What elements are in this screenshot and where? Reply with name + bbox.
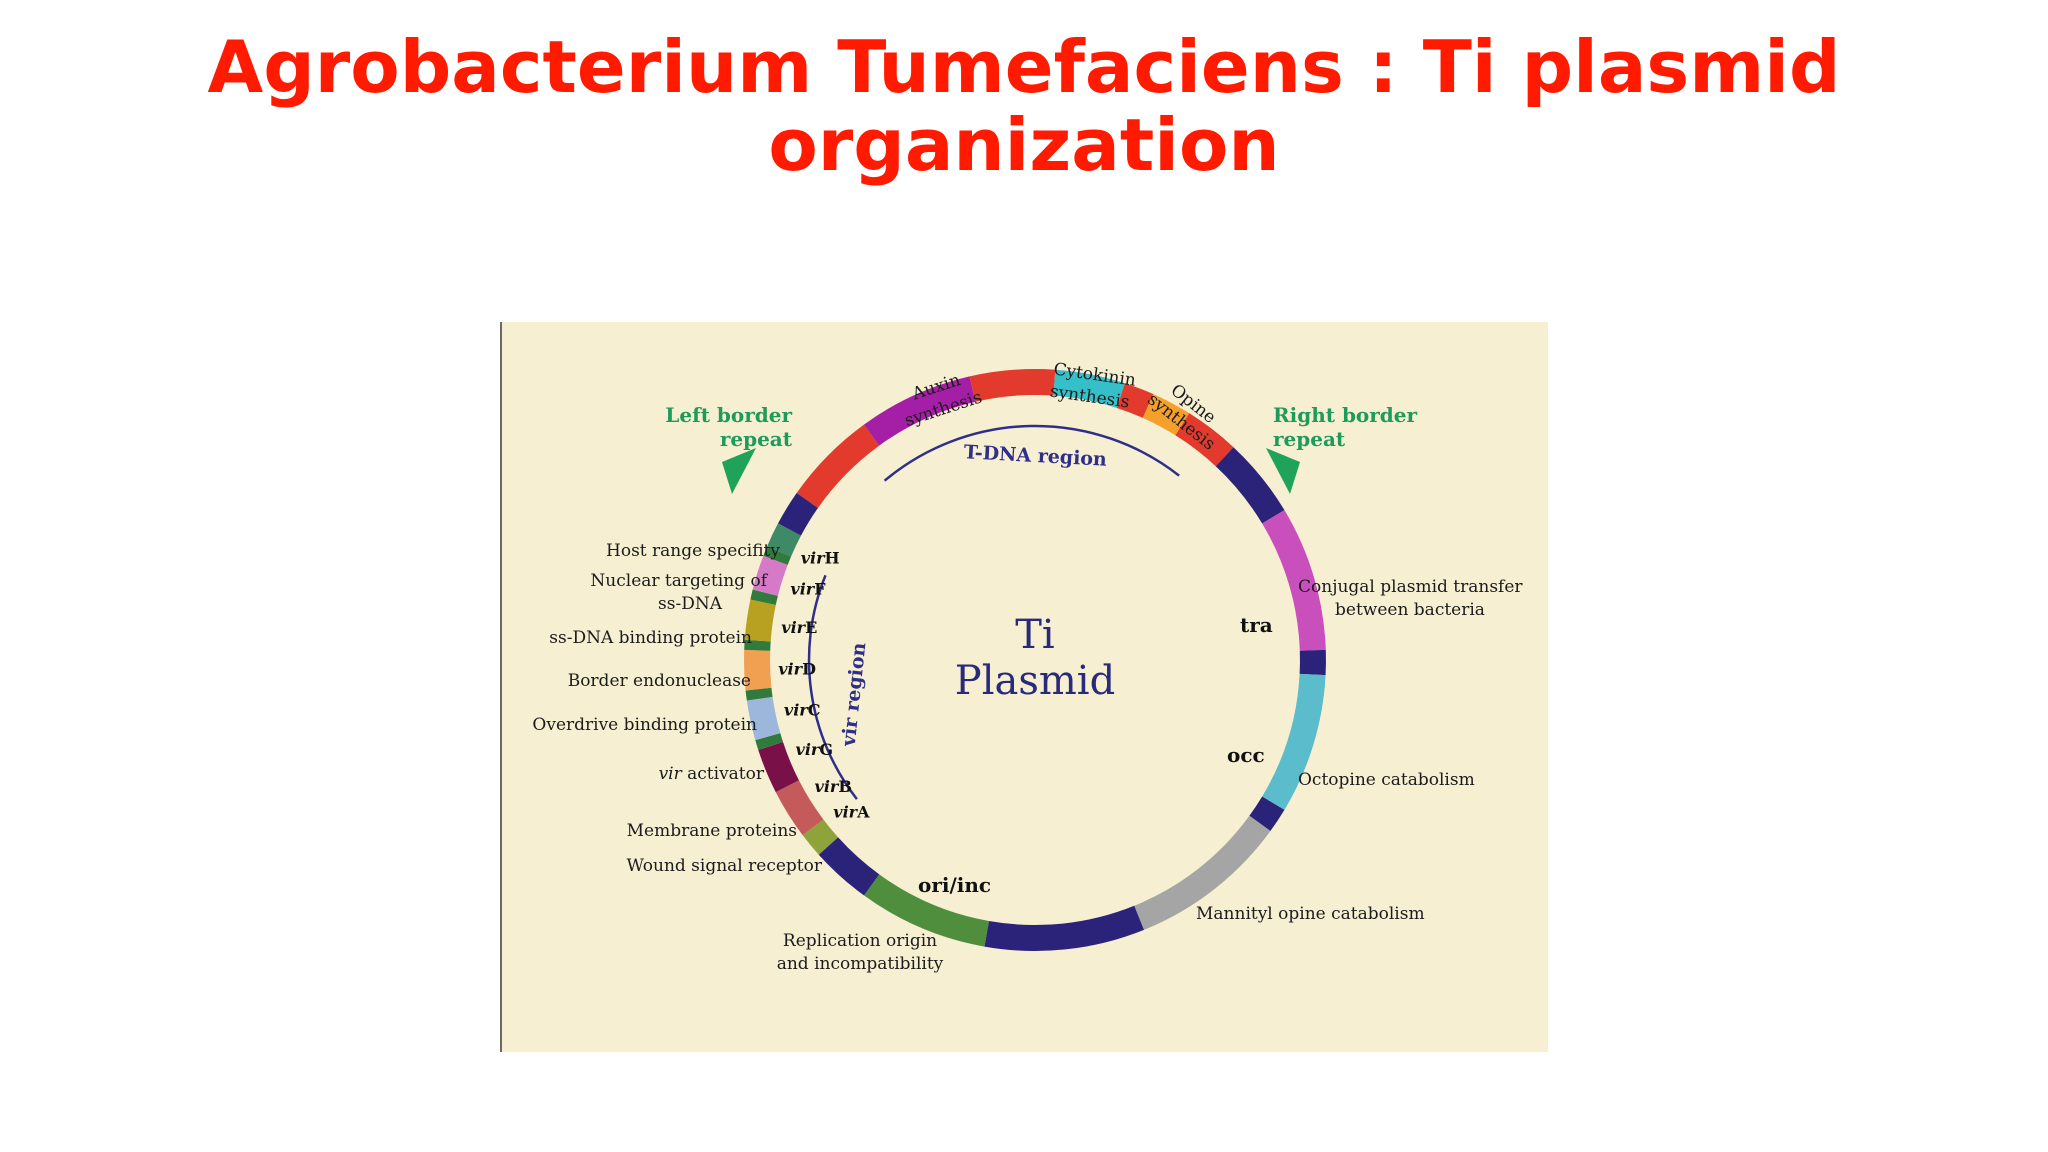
octopine-label: Octopine catabolism (1298, 770, 1475, 790)
ring-navy-upper-left (778, 493, 819, 536)
vir-gene-prefix: vir (796, 740, 821, 759)
slide-title: Agrobacterium Tumefaciens : Ti plasmid o… (0, 28, 2048, 184)
ring-orange-vird (744, 649, 772, 691)
vir-activator-rest: activator (682, 764, 765, 784)
left-border-label-2: repeat (720, 427, 793, 451)
ring-green-ori (863, 874, 990, 947)
ring-gray-mannityl (1134, 815, 1271, 930)
ring-green-sep2 (745, 687, 773, 701)
left-border-label-1: Left border (665, 403, 792, 427)
ssdna-binding-label: ss-DNA binding protein (549, 628, 752, 648)
ring-olive-vire (744, 599, 776, 642)
overdrive-binding-label: Overdrive binding protein (532, 715, 757, 735)
vir-gene-suffix: G (819, 740, 833, 759)
vir-gene-suffix: F (814, 579, 826, 598)
mannityl-label: Mannityl opine catabolism (1196, 904, 1425, 924)
vir-gene-label-b: virB (815, 777, 852, 796)
ori-inc-label: ori/inc (918, 873, 991, 897)
vir-gene-suffix: D (802, 659, 816, 678)
right-border-label-1: Right border (1273, 403, 1418, 427)
ring-navy-lower-left (818, 837, 880, 896)
vir-gene-label-f: virF (790, 579, 826, 598)
vir-gene-prefix: vir (784, 701, 809, 720)
ring-red-left (796, 424, 880, 509)
vir-gene-suffix: H (825, 549, 840, 568)
vir-gene-prefix: vir (790, 579, 815, 598)
ring-olive-vira (802, 819, 839, 855)
ring-red-mid (969, 369, 1056, 402)
ring-teal-occ (1262, 673, 1326, 810)
plasmid-diagram: Ti Plasmid T-DNA region vir region Left … (500, 322, 1548, 1052)
vir-gene-label-d: virD (778, 659, 816, 678)
ring-lightblue-virc (746, 696, 781, 741)
ring-purple-auxin (863, 376, 976, 446)
vir-gene-prefix: vir (781, 618, 806, 637)
t-dna-region-arc (883, 424, 1180, 482)
vir-gene-prefix: vir (778, 659, 803, 678)
ring-green-sep4 (750, 589, 778, 605)
ring-navy-lower-right (1249, 796, 1285, 832)
replication-label-2: and incompatibility (777, 954, 944, 974)
ring-red-small (1116, 383, 1154, 418)
ti-plasmid-figure: Ti Plasmid T-DNA region vir region Left … (500, 322, 1548, 1052)
conjugal-label-1: Conjugal plasmid transfer (1298, 577, 1523, 597)
vir-gene-label-c: virC (784, 701, 821, 720)
right-border-label-2: repeat (1273, 427, 1346, 451)
ring-navy-upper-right (1215, 447, 1285, 524)
slide-title-line1: Agrobacterium Tumefaciens : Ti plasmid (207, 25, 1841, 109)
ring-orange-opine (1142, 394, 1190, 436)
tra-label: tra (1240, 613, 1273, 637)
slide-title-line2: organization (768, 103, 1280, 187)
vir-region-arc (807, 574, 858, 800)
vir-gene-label-a: virA (833, 802, 870, 821)
left-border-triangle (722, 448, 756, 494)
nuclear-targeting-label-1: Nuclear targeting of (590, 571, 768, 591)
vir-activator-italic: vir (659, 764, 683, 784)
border-endonuclease-label: Border endonuclease (568, 671, 751, 691)
replication-label-1: Replication origin (783, 931, 937, 951)
vir-gene-label-g: virG (796, 740, 833, 759)
vir-gene-label-h: virH (801, 549, 840, 568)
center-label-ti: Ti (1015, 612, 1054, 658)
ring-red-right (1175, 413, 1234, 467)
ring-green-sep1 (755, 733, 783, 750)
wound-signal-label: Wound signal receptor (626, 856, 822, 876)
ring-green-virh (767, 523, 802, 557)
vir-gene-suffix: B (838, 777, 852, 796)
vir-gene-label-e: virE (781, 618, 817, 637)
ring-rose-virb (775, 780, 824, 836)
vir-gene-prefix: vir (815, 777, 840, 796)
right-border-triangle (1266, 448, 1300, 494)
ring-cyan-cytokinin (1053, 369, 1125, 409)
vir-gene-prefix: vir (801, 549, 826, 568)
ring-pink-virf (752, 555, 788, 597)
ring-green-sep3 (744, 639, 771, 651)
vir-gene-prefix: vir (833, 802, 858, 821)
ring-maroon-virg (758, 741, 799, 793)
vir-gene-suffix: E (805, 618, 817, 637)
ring-magenta-tra (1262, 510, 1326, 651)
occ-label: occ (1227, 743, 1265, 767)
vir-gene-suffix: C (808, 701, 821, 720)
ring-navy-bottom (984, 905, 1144, 952)
nuclear-targeting-label-2: ss-DNA (658, 594, 723, 614)
host-range-label: Host range specifity (606, 541, 780, 561)
membrane-proteins-label: Membrane proteins (627, 821, 797, 841)
vir-activator-label: vir activator (659, 764, 765, 784)
plasmid-ring (744, 369, 1326, 952)
ring-green-sep5 (763, 546, 792, 566)
conjugal-label-2: between bacteria (1335, 600, 1485, 620)
center-label-plasmid: Plasmid (955, 658, 1115, 704)
vir-gene-suffix: A (856, 802, 870, 821)
